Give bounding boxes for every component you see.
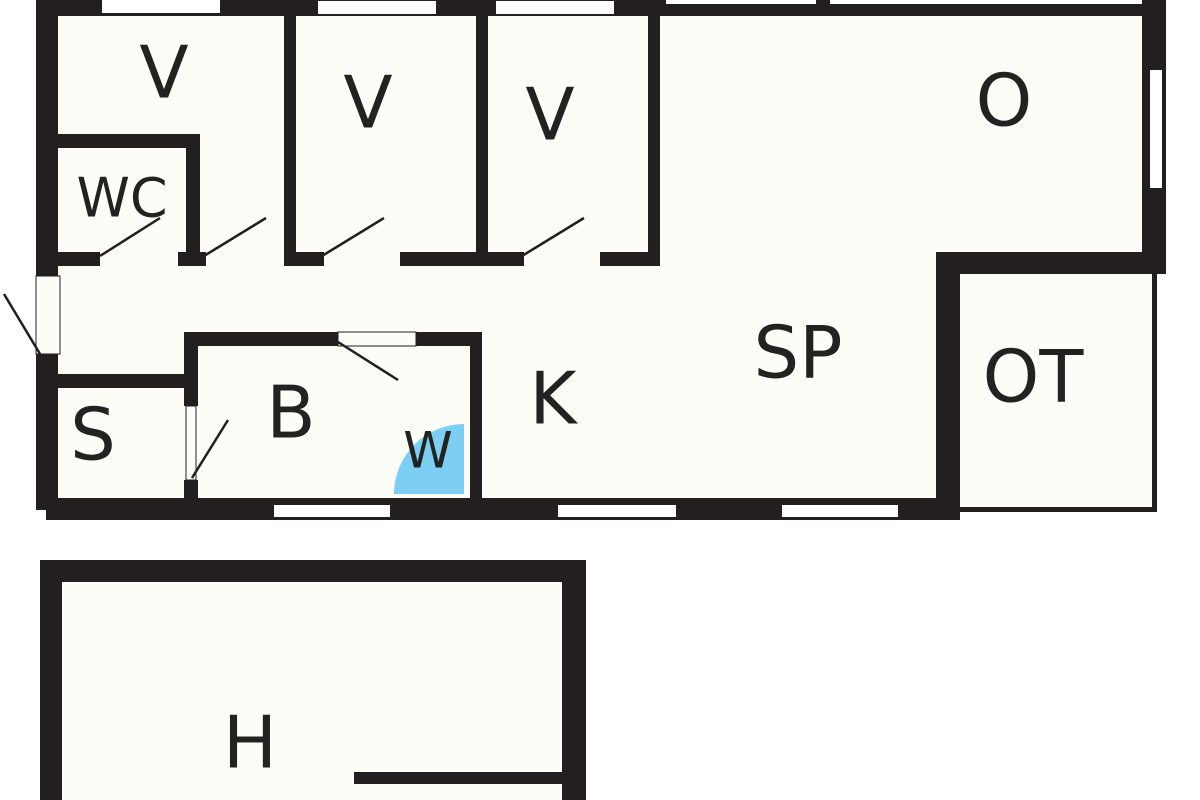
window-living-top-b (830, 0, 1142, 4)
wall-b-top-left (184, 332, 338, 346)
label-bedroom-2: V (343, 61, 392, 145)
window-bath (274, 505, 390, 517)
floor-living-room (660, 14, 1142, 256)
label-storage: S (70, 393, 116, 477)
floor-bedroom-3 (488, 14, 652, 256)
label-bedroom-3: V (525, 73, 574, 157)
wall-v2-bottom (400, 252, 488, 266)
door-leaf-outlines (35, 275, 417, 481)
wall-ot-left (936, 252, 960, 520)
window-living-right (1150, 70, 1162, 188)
label-toilet: WC (76, 167, 167, 230)
wall-wc-bottom (58, 252, 100, 266)
window-kitchen-2 (782, 505, 898, 517)
label-outbuilding: H (223, 701, 277, 785)
wall-s-right-low (184, 480, 198, 510)
wall-h-partition (354, 772, 566, 784)
wall-v1-v2 (284, 14, 296, 266)
wall-h-top (40, 560, 586, 582)
door-storage (190, 419, 230, 479)
windows (102, 0, 1162, 517)
wall-left-lower (36, 354, 58, 510)
floor-outbuilding (62, 582, 562, 800)
doors (2, 216, 585, 479)
label-living-room: O (976, 59, 1033, 143)
wall-wc-right (186, 134, 200, 266)
wall-v3-bottom-a (488, 252, 524, 266)
door-leaf-entrance (35, 275, 61, 355)
window-v2 (318, 1, 436, 14)
wall-ot-bottom (960, 507, 1157, 512)
label-shower: W (403, 422, 452, 480)
window-v3 (496, 1, 614, 14)
wall-ot-right (1152, 272, 1157, 512)
label-dining-kitchen: SP (753, 311, 842, 395)
label-bathroom: B (266, 371, 315, 455)
door-bath (337, 340, 399, 382)
room-labels: V V V WC O SP K OT S B W H (70, 31, 1084, 785)
wall-living-bottom (936, 252, 1166, 274)
door-entrance (2, 293, 42, 355)
wall-b-top-right (416, 332, 482, 346)
wall-s-right (184, 334, 198, 406)
door-v3 (521, 216, 585, 258)
wall-wc-top (58, 134, 200, 148)
wall-v2-v3 (476, 14, 488, 266)
wall-left-upper (36, 0, 58, 276)
floor-living-annex (960, 272, 1156, 510)
wall-s-top (58, 374, 190, 388)
window-v1 (102, 0, 220, 13)
wall-v3-right (648, 14, 660, 266)
window-kitchen-1 (558, 505, 676, 517)
wall-b-right (470, 332, 482, 508)
label-living-annex: OT (983, 335, 1085, 419)
wall-h-left (40, 560, 62, 800)
door-leaf-storage (185, 405, 197, 481)
window-living-top (666, 0, 816, 4)
door-v1 (203, 216, 267, 258)
wall-v1-bottom-b (284, 252, 324, 266)
label-kitchen: K (529, 357, 578, 441)
outbuilding-walls (40, 560, 586, 800)
wall-v3-bottom-b (600, 252, 660, 266)
door-wc (99, 216, 161, 258)
floor-bedroom-2 (296, 14, 478, 256)
label-bedroom-1: V (139, 31, 188, 115)
wall-h-right (562, 560, 586, 800)
door-leaf-bath (337, 331, 417, 347)
door-v2 (321, 216, 385, 258)
shower-area (394, 424, 464, 494)
